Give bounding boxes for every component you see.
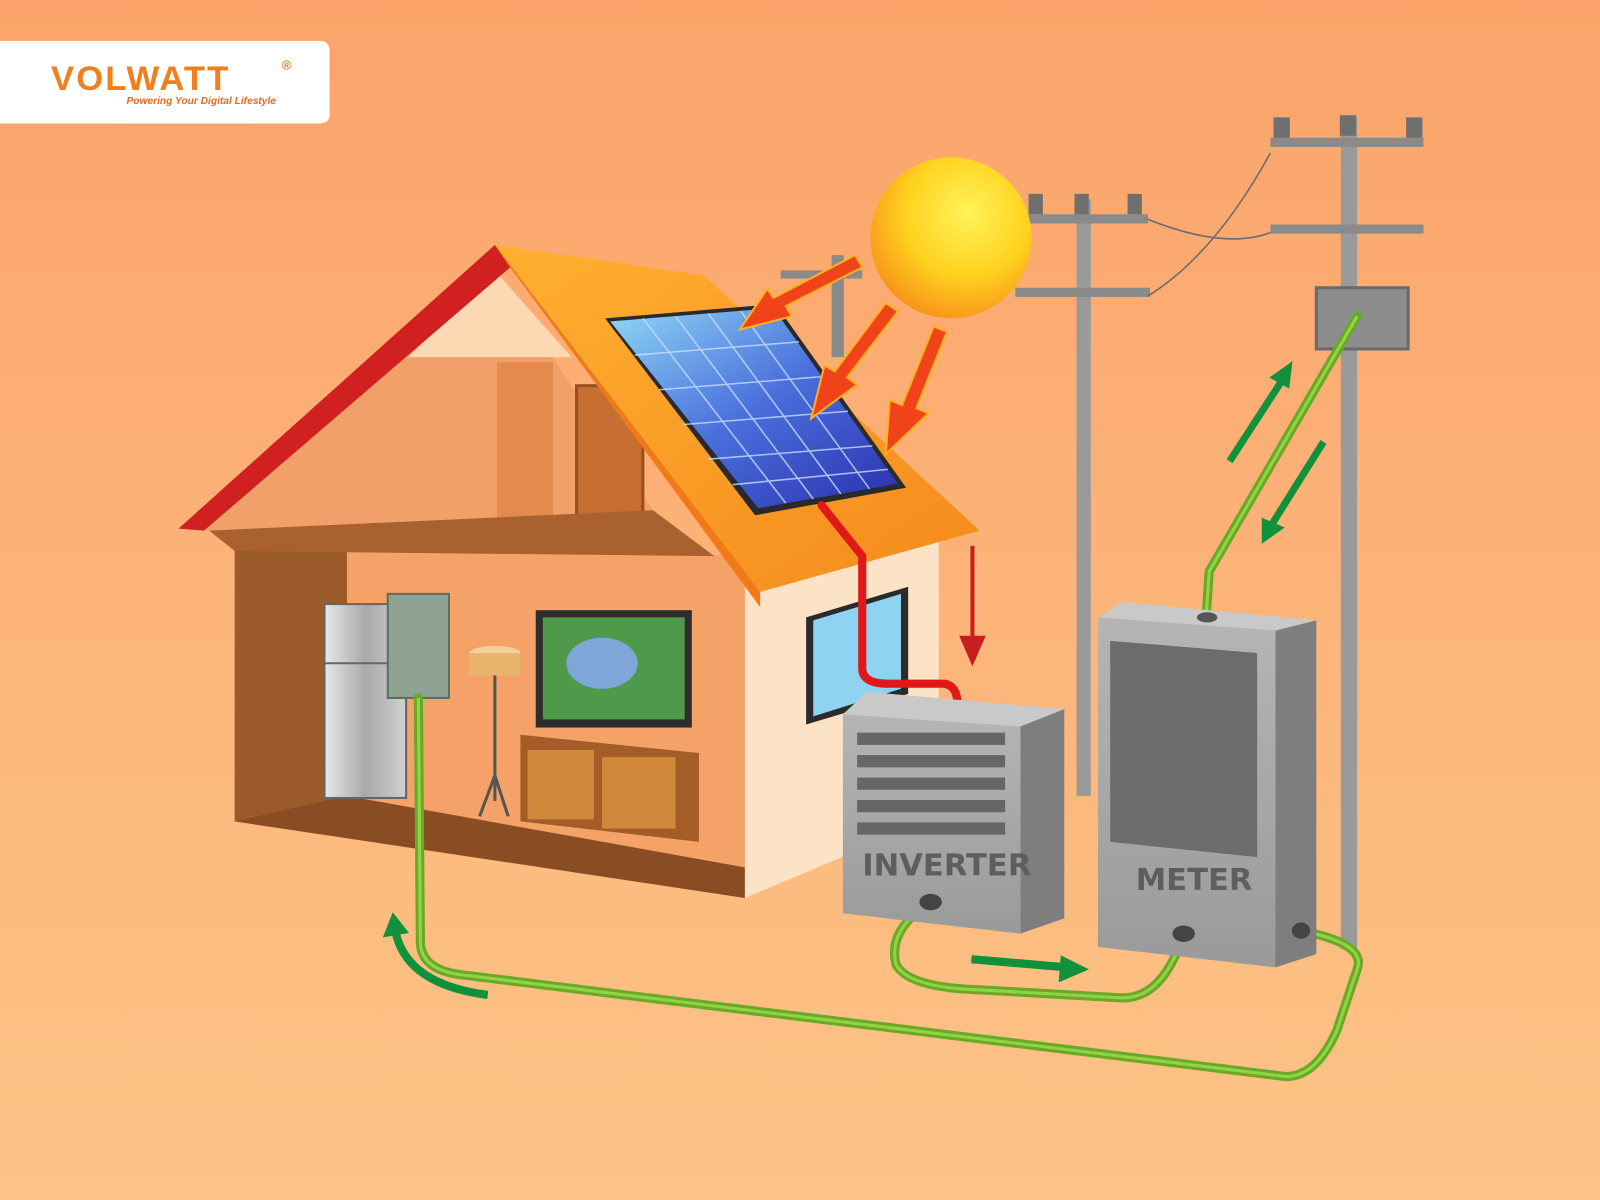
sun-arrow-icon [737, 253, 949, 457]
inverter-icon: INVERTER [842, 691, 1065, 934]
logo-registered: ® [282, 57, 292, 72]
logo-tagline: Powering Your Digital Lifestyle [127, 96, 277, 107]
flow-arrow-icon [959, 545, 986, 667]
solar-panel-icon [605, 304, 907, 516]
utility-pole-icon [780, 115, 1424, 949]
house-icon [178, 244, 980, 898]
flow-arrow-icon [382, 361, 1327, 999]
meter-label: METER [1136, 863, 1253, 898]
sun-icon [870, 157, 1032, 319]
logo-brand: VOLWATT [51, 60, 230, 98]
inverter-label: INVERTER [862, 849, 1031, 884]
meter-icon: METER [1097, 602, 1317, 968]
dc-cable [817, 501, 962, 714]
brand-logo: VOLWATT ® Powering Your Digital Lifestyl… [0, 40, 330, 124]
